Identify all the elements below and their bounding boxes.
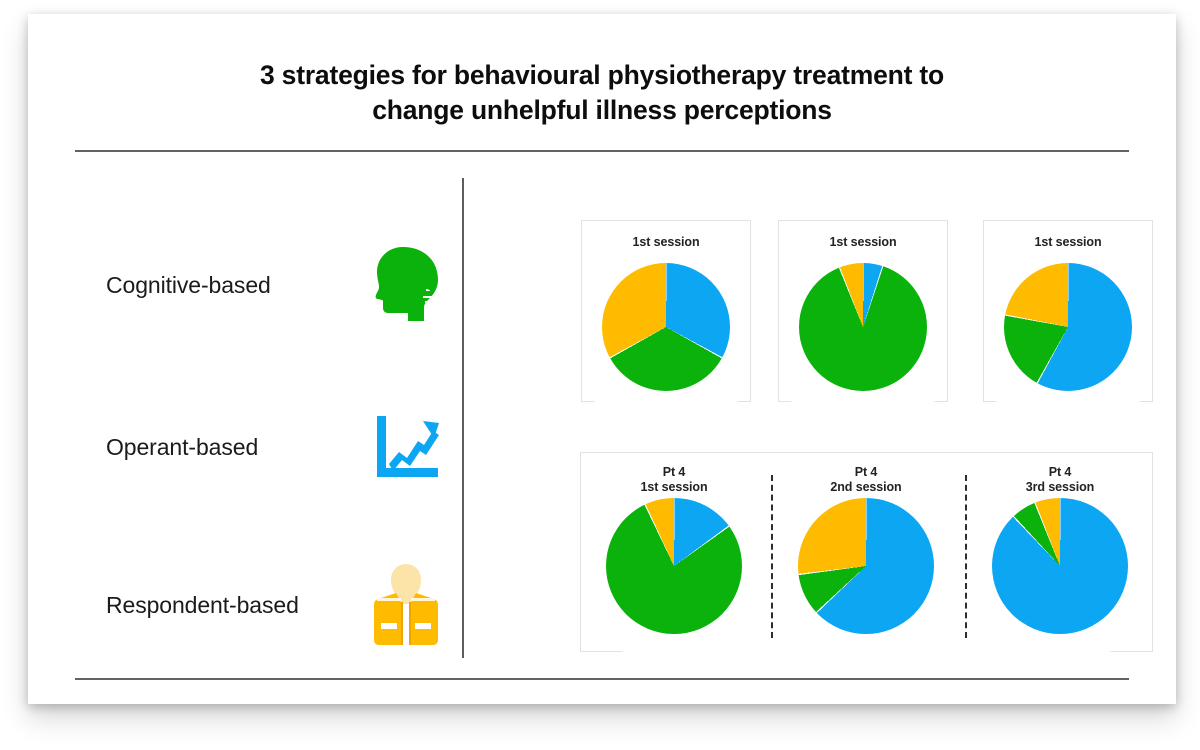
strategy-label: Respondent-based xyxy=(106,591,299,618)
head-silhouette-icon xyxy=(364,241,448,329)
chart-caption: 1st session xyxy=(984,235,1152,250)
chart-separator-1 xyxy=(771,475,773,638)
divider-top xyxy=(75,150,1129,152)
chart-card-top-3[interactable]: 1st session xyxy=(983,220,1153,405)
slide-card: 3 strategies for behavioural physiothera… xyxy=(28,14,1176,704)
pie-slice-separators xyxy=(992,498,1128,634)
pie-chart xyxy=(992,498,1128,634)
chart-caption: Pt 4 2nd session xyxy=(781,465,951,496)
divider-bottom xyxy=(75,678,1129,680)
caption-line-1: Pt 4 xyxy=(854,465,878,479)
caption-line-2: 3rd session xyxy=(1025,480,1095,495)
chart-card-top-1[interactable]: 1st session xyxy=(581,220,751,405)
pie-chart xyxy=(1004,263,1132,391)
chart-caption: Pt 4 3rd session xyxy=(975,465,1145,496)
caption-line-1: 1st session xyxy=(829,235,897,249)
pie-chart xyxy=(602,263,730,391)
caption-line-1: 1st session xyxy=(1034,235,1102,249)
strategy-label: Cognitive-based xyxy=(106,271,271,298)
pie-chart xyxy=(798,498,934,634)
pie-chart xyxy=(606,498,742,634)
pie-slice-separators xyxy=(1004,263,1132,391)
chart-caption: 1st session xyxy=(582,235,750,250)
charts-panel: 1st session 1st session 1st session Pt 4… xyxy=(490,190,1153,660)
caption-line-1: Pt 4 xyxy=(1048,465,1072,479)
caption-line-1: 1st session xyxy=(632,235,700,249)
caption-line-2: 1st session xyxy=(640,480,708,495)
strategy-list: Cognitive-based Operant-based xyxy=(70,204,460,645)
strategy-item-operant-based[interactable]: Operant-based xyxy=(70,392,460,502)
pie-slice-separators xyxy=(798,498,934,634)
title-line-2: change unhelpful illness perceptions xyxy=(372,95,832,126)
chart-caption: Pt 4 1st session xyxy=(589,465,759,496)
chart-caption: 1st session xyxy=(779,235,947,250)
chart-card-top-2[interactable]: 1st session xyxy=(778,220,948,405)
strategy-label: Operant-based xyxy=(106,433,259,460)
title-line-1: 3 strategies for behavioural physiothera… xyxy=(259,60,945,90)
page-title: 3 strategies for behavioural physiothera… xyxy=(28,58,1176,128)
pie-slice-separators xyxy=(799,263,927,391)
line-chart-arrow-icon xyxy=(364,403,448,491)
strategy-item-cognitive-based[interactable]: Cognitive-based xyxy=(70,230,460,340)
pie-slice-separators xyxy=(602,263,730,391)
life-vest-icon xyxy=(364,561,448,649)
chart-separator-2 xyxy=(965,475,967,638)
strategy-item-respondent-based[interactable]: Respondent-based xyxy=(70,550,460,660)
caption-line-1: Pt 4 xyxy=(662,465,686,479)
pie-slice-separators xyxy=(606,498,742,634)
divider-vertical xyxy=(462,178,464,658)
caption-line-2: 2nd session xyxy=(830,480,902,495)
pie-chart xyxy=(799,263,927,391)
chart-card-bottom-row[interactable]: Pt 4 1st session Pt 4 2nd session Pt 4 3… xyxy=(580,452,1153,655)
